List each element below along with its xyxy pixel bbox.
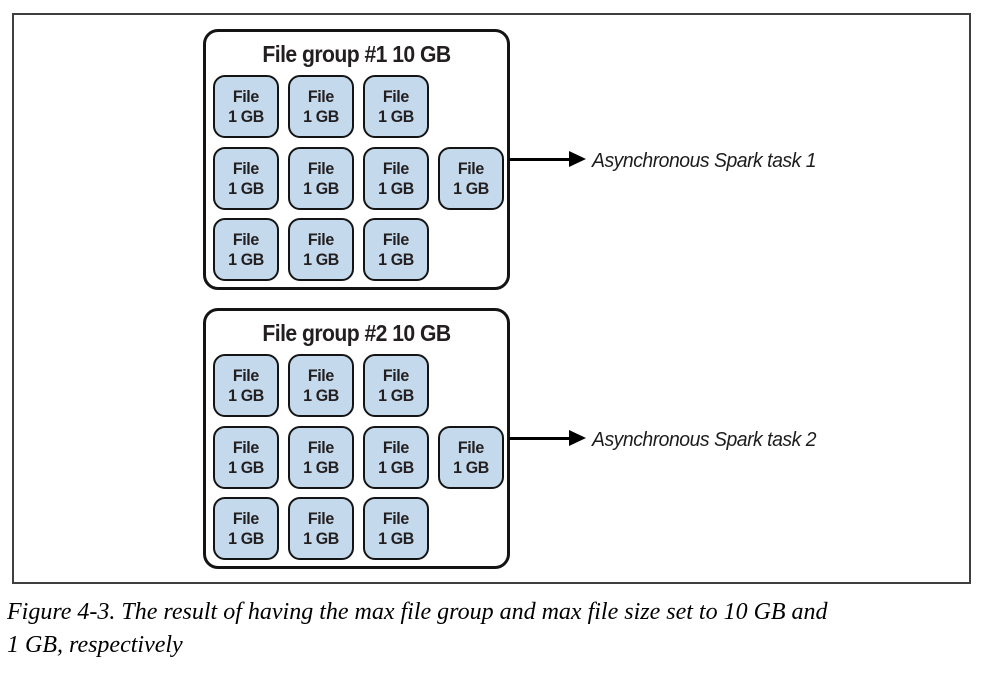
file-box-size: 1 GB (453, 457, 489, 477)
file-box: File 1 GB (363, 147, 429, 210)
file-group-1-row-2: File 1 GB File 1 GB File 1 GB File 1 GB (213, 147, 504, 210)
file-box-size: 1 GB (378, 178, 414, 198)
file-box: File 1 GB (213, 354, 279, 417)
file-box-label: File (232, 508, 260, 528)
file-box: File 1 GB (213, 497, 279, 560)
file-box: File 1 GB (288, 354, 354, 417)
file-box-size: 1 GB (378, 249, 414, 269)
file-box-label: File (307, 437, 335, 457)
file-box-label: File (232, 437, 260, 457)
file-box-label: File (232, 158, 260, 178)
task-1-label: Asynchronous Spark task 1 (592, 150, 817, 172)
file-box-size: 1 GB (303, 178, 339, 198)
file-box: File 1 GB (288, 218, 354, 281)
file-group-2: File group #2 10 GB File 1 GB File 1 GB … (203, 308, 510, 569)
file-group-1: File group #1 10 GB File 1 GB File 1 GB … (203, 29, 510, 290)
file-box-label: File (232, 86, 260, 106)
file-box-label: File (232, 229, 260, 249)
figure-caption-line-1: Figure 4-3. The result of having the max… (7, 599, 828, 625)
file-box-size: 1 GB (228, 249, 264, 269)
file-box-size: 1 GB (378, 106, 414, 126)
task-1-arrow (509, 151, 586, 167)
file-box-size: 1 GB (303, 528, 339, 548)
file-box: File 1 GB (363, 218, 429, 281)
file-box-size: 1 GB (228, 528, 264, 548)
file-box-size: 1 GB (228, 457, 264, 477)
file-box-label: File (307, 86, 335, 106)
file-box-label: File (382, 437, 410, 457)
file-box-label: File (307, 158, 335, 178)
file-group-2-row-2: File 1 GB File 1 GB File 1 GB File 1 GB (213, 426, 504, 489)
file-box-size: 1 GB (303, 385, 339, 405)
figure-caption-line-2: 1 GB, respectively (7, 632, 183, 658)
file-box: File 1 GB (288, 147, 354, 210)
file-box-label: File (232, 365, 260, 385)
file-box: File 1 GB (438, 147, 504, 210)
file-box-label: File (382, 508, 410, 528)
file-group-2-title: File group #2 10 GB (262, 320, 451, 346)
task-2-arrow (509, 430, 586, 446)
file-box-size: 1 GB (303, 249, 339, 269)
file-box-size: 1 GB (228, 385, 264, 405)
file-box-label: File (457, 437, 485, 457)
file-group-1-row-1: File 1 GB File 1 GB File 1 GB (213, 75, 429, 138)
file-box: File 1 GB (213, 426, 279, 489)
file-box: File 1 GB (213, 75, 279, 138)
file-box-size: 1 GB (303, 457, 339, 477)
file-box: File 1 GB (288, 497, 354, 560)
file-box-size: 1 GB (228, 106, 264, 126)
file-group-2-row-3: File 1 GB File 1 GB File 1 GB (213, 497, 429, 560)
file-box-label: File (382, 158, 410, 178)
file-box-size: 1 GB (453, 178, 489, 198)
file-box-size: 1 GB (228, 178, 264, 198)
file-box-label: File (307, 508, 335, 528)
task-2-label: Asynchronous Spark task 2 (592, 429, 817, 451)
file-box: File 1 GB (363, 497, 429, 560)
file-box-label: File (457, 158, 485, 178)
file-box-label: File (307, 365, 335, 385)
figure-frame: File group #1 10 GB File 1 GB File 1 GB … (12, 13, 971, 584)
file-group-1-row-3: File 1 GB File 1 GB File 1 GB (213, 218, 429, 281)
arrowhead-right-icon (569, 151, 586, 167)
file-box-size: 1 GB (378, 385, 414, 405)
file-group-1-title: File group #1 10 GB (262, 41, 451, 67)
file-box: File 1 GB (363, 426, 429, 489)
file-box-label: File (307, 229, 335, 249)
file-box-size: 1 GB (378, 528, 414, 548)
figure-caption: Figure 4-3. The result of having the max… (7, 596, 983, 662)
file-box: File 1 GB (213, 147, 279, 210)
file-box: File 1 GB (438, 426, 504, 489)
file-box-label: File (382, 86, 410, 106)
arrowhead-right-icon (569, 430, 586, 446)
file-box: File 1 GB (288, 426, 354, 489)
file-box: File 1 GB (288, 75, 354, 138)
file-box-size: 1 GB (378, 457, 414, 477)
file-box: File 1 GB (363, 75, 429, 138)
file-box-size: 1 GB (303, 106, 339, 126)
file-box-label: File (382, 365, 410, 385)
file-box: File 1 GB (213, 218, 279, 281)
file-group-2-row-1: File 1 GB File 1 GB File 1 GB (213, 354, 429, 417)
file-box: File 1 GB (363, 354, 429, 417)
file-box-label: File (382, 229, 410, 249)
